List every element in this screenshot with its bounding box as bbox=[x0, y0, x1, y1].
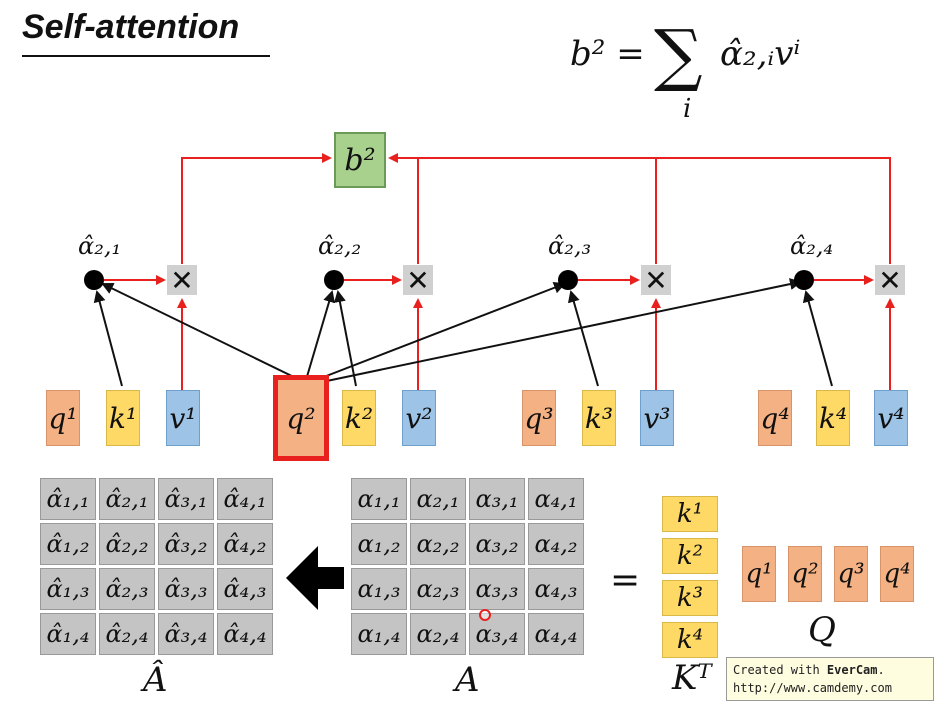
sum-index: i bbox=[683, 94, 692, 124]
key-vector-4: k⁴ bbox=[816, 390, 850, 446]
formula-b2: b² bbox=[570, 34, 606, 74]
a-cell-1-1: α₁,₁ bbox=[351, 478, 407, 520]
a-cell-4-4: α₄,₄ bbox=[528, 613, 584, 655]
alpha-hat-2-2-label: α̂₂,₂ bbox=[318, 232, 362, 260]
alpha-hat-2-3-label: α̂₂,₃ bbox=[548, 232, 592, 260]
a-hat-cell-3-3: α̂₃,₃ bbox=[158, 568, 214, 610]
a-hat-cell-3-4: α̂₃,₄ bbox=[158, 613, 214, 655]
attention-score-node-3 bbox=[558, 270, 578, 290]
kt-key-4: k⁴ bbox=[662, 622, 718, 658]
query-vector-4: q⁴ bbox=[758, 390, 792, 446]
attention-score-node-2 bbox=[324, 270, 344, 290]
formula-term: α̂₂,ᵢvⁱ bbox=[720, 34, 801, 74]
formula-equals: = bbox=[616, 34, 645, 74]
equals-sign: = bbox=[610, 560, 641, 601]
a-cell-3-4: α₃,₄ bbox=[469, 613, 525, 655]
a-cell-1-2: α₁,₂ bbox=[351, 523, 407, 565]
mouse-cursor-indicator bbox=[479, 609, 491, 621]
multiply-node-2: ✕ bbox=[403, 264, 433, 297]
multiply-node-1: ✕ bbox=[167, 264, 197, 297]
a-hat-cell-4-4: α̂₄,₄ bbox=[217, 613, 273, 655]
a-hat-cell-1-2: α̂₁,₂ bbox=[40, 523, 96, 565]
a-hat-cell-4-1: α̂₄,₁ bbox=[217, 478, 273, 520]
q-row-query-3: q³ bbox=[834, 546, 868, 602]
a-hat-cell-1-1: α̂₁,₁ bbox=[40, 478, 96, 520]
kt-key-3: k³ bbox=[662, 580, 718, 616]
a-hat-cell-3-2: α̂₃,₂ bbox=[158, 523, 214, 565]
a-cell-4-2: α₄,₂ bbox=[528, 523, 584, 565]
attention-score-node-1 bbox=[84, 270, 104, 290]
alpha-hat-2-1-label: α̂₂,₁ bbox=[78, 232, 122, 260]
q-row-query-4: q⁴ bbox=[880, 546, 914, 602]
query-vector-2-selected: q² bbox=[273, 375, 329, 461]
a-cell-4-1: α₄,₁ bbox=[528, 478, 584, 520]
query-vector-3: q³ bbox=[522, 390, 556, 446]
a-hat-cell-2-4: α̂₂,₄ bbox=[99, 613, 155, 655]
a-cell-2-3: α₂,₃ bbox=[410, 568, 466, 610]
a-hat-cell-1-3: α̂₁,₃ bbox=[40, 568, 96, 610]
label-a: A bbox=[455, 660, 480, 700]
a-hat-cell-4-3: α̂₄,₃ bbox=[217, 568, 273, 610]
a-cell-3-3: α₃,₃ bbox=[469, 568, 525, 610]
a-cell-1-4: α₁,₄ bbox=[351, 613, 407, 655]
q-row-query-1: q¹ bbox=[742, 546, 776, 602]
a-hat-cell-4-2: α̂₄,₂ bbox=[217, 523, 273, 565]
evercam-watermark: Created with EverCam. http://www.camdemy… bbox=[726, 657, 934, 701]
value-vector-2: v² bbox=[402, 390, 436, 446]
watermark-brand: EverCam bbox=[826, 663, 878, 677]
a-hat-cell-1-4: α̂₁,₄ bbox=[40, 613, 96, 655]
key-vector-1: k¹ bbox=[106, 390, 140, 446]
a-cell-3-1: α₃,₁ bbox=[469, 478, 525, 520]
value-vector-1: v¹ bbox=[166, 390, 200, 446]
value-vector-4: v⁴ bbox=[874, 390, 908, 446]
value-vector-3: v³ bbox=[640, 390, 674, 446]
a-hat-cell-2-3: α̂₂,₃ bbox=[99, 568, 155, 610]
watermark-suffix: . bbox=[877, 663, 885, 677]
kt-key-2: k² bbox=[662, 538, 718, 574]
multiply-node-4: ✕ bbox=[875, 264, 905, 297]
title-underline bbox=[22, 55, 270, 57]
a-cell-2-1: α₂,₁ bbox=[410, 478, 466, 520]
a-hat-cell-3-1: α̂₃,₁ bbox=[158, 478, 214, 520]
a-hat-cell-2-2: α̂₂,₂ bbox=[99, 523, 155, 565]
kt-key-1: k¹ bbox=[662, 496, 718, 532]
q-row-query-2: q² bbox=[788, 546, 822, 602]
slide-title: Self-attention bbox=[22, 8, 240, 46]
a-cell-2-4: α₂,₄ bbox=[410, 613, 466, 655]
sum-symbol: ∑ bbox=[654, 16, 703, 95]
label-a-hat: Â bbox=[143, 660, 168, 700]
label-q: Q bbox=[808, 610, 836, 650]
key-vector-2: k² bbox=[342, 390, 376, 446]
a-cell-3-2: α₃,₂ bbox=[469, 523, 525, 565]
a-cell-2-2: α₂,₂ bbox=[410, 523, 466, 565]
alpha-hat-2-4-label: α̂₂,₄ bbox=[790, 232, 834, 260]
output-b2: b² bbox=[334, 132, 386, 188]
label-k-transpose: Kᵀ bbox=[672, 658, 712, 698]
multiply-node-3: ✕ bbox=[641, 264, 671, 297]
a-cell-4-3: α₄,₃ bbox=[528, 568, 584, 610]
query-vector-1: q¹ bbox=[46, 390, 80, 446]
watermark-prefix: Created with bbox=[733, 663, 827, 677]
watermark-url: http://www.camdemy.com bbox=[733, 681, 892, 695]
attention-score-node-4 bbox=[794, 270, 814, 290]
a-hat-cell-2-1: α̂₂,₁ bbox=[99, 478, 155, 520]
a-cell-1-3: α₁,₃ bbox=[351, 568, 407, 610]
big-left-arrow bbox=[286, 546, 344, 610]
formula-lhs: b² = bbox=[570, 34, 645, 74]
key-vector-3: k³ bbox=[582, 390, 616, 446]
